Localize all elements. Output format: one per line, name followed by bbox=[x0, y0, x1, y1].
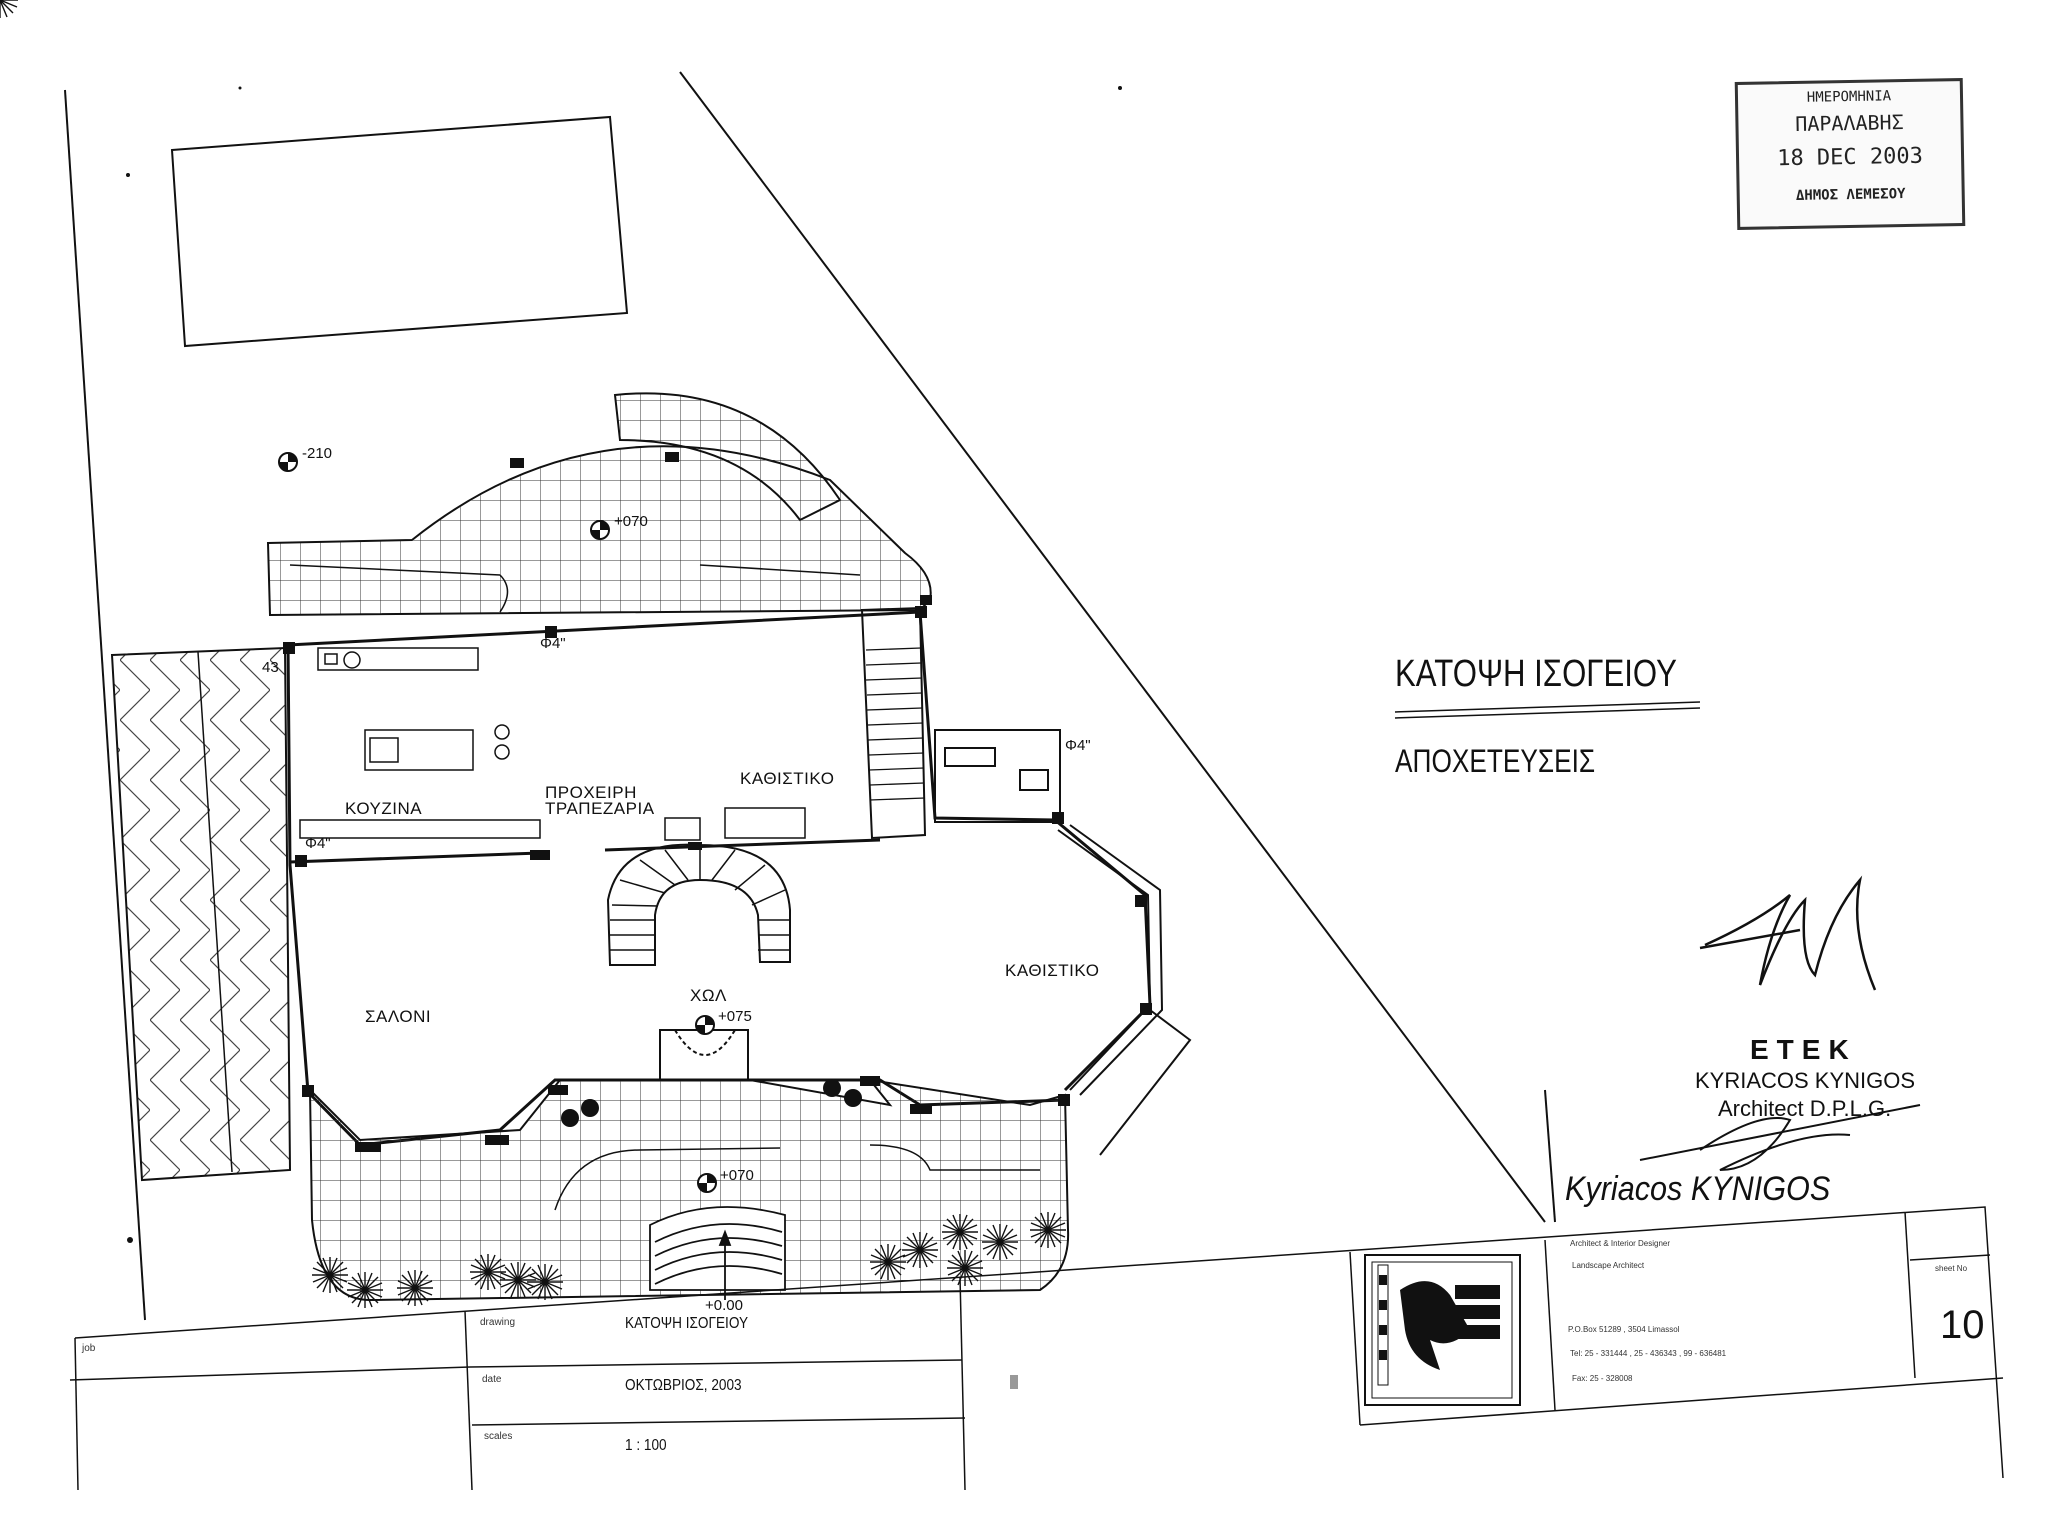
pipe-label-3: Φ4" bbox=[305, 835, 331, 852]
bathroom-block bbox=[934, 729, 1061, 823]
straight-stair bbox=[860, 606, 927, 840]
pool-outline bbox=[170, 115, 629, 348]
stamp-date: 18 DEC 2003 bbox=[1776, 143, 1924, 172]
signature-mark bbox=[1699, 875, 1877, 991]
curved-exterior-stair bbox=[613, 392, 842, 522]
wall-openings bbox=[283, 452, 1152, 1152]
tb-fax: Fax: 25 - 328008 bbox=[1572, 1374, 1633, 1383]
architect-qualification: Architect D.P.L.G. bbox=[1718, 1096, 1892, 1121]
level-entrance: +0.00 bbox=[705, 1297, 743, 1314]
tb-scale-value: 1 : 100 bbox=[625, 1437, 667, 1454]
tb-firm-line2: Landscape Architect bbox=[1572, 1261, 1645, 1270]
tb-firm-line1: Architect & Interior Designer bbox=[1570, 1239, 1671, 1248]
tb-drawing-label: drawing bbox=[480, 1317, 516, 1328]
architect-name-caps: KYRIACOS KYNIGOS bbox=[1695, 1068, 1916, 1093]
signature-scribble-2 bbox=[1639, 1104, 1921, 1171]
title-rules bbox=[1394, 701, 1701, 719]
receipt-stamp: ΗΜΕΡΟΜΗΝΙΑ ΠΑΡΑΛΑΒΗΣ 18 DEC 2003 ΔΗΜΟΣ Λ… bbox=[1734, 78, 1966, 230]
scan-marks bbox=[126, 86, 1122, 1389]
stamp-line4: ΔΗΜΟΣ ΛΕΜΕΣΟΥ bbox=[1795, 186, 1906, 204]
level-front-terrace: +070 bbox=[720, 1167, 754, 1184]
tb-job-label: job bbox=[82, 1343, 96, 1354]
stamp-line2: ΠΑΡΑΛΑΒΗΣ bbox=[1795, 110, 1904, 136]
bay-window bbox=[1057, 824, 1192, 1156]
tb-scale-label: scales bbox=[484, 1431, 513, 1442]
room-label-breakfast-1: ΠΡΟΧΕΙΡΗ bbox=[545, 783, 637, 802]
room-label-kitchen: ΚΟΥΖΙΝΑ bbox=[345, 799, 423, 818]
entrance-steps bbox=[649, 1206, 786, 1300]
room-label-hall: ΧΩΛ bbox=[690, 986, 727, 1005]
tb-date-label: date bbox=[482, 1374, 502, 1385]
level-garden: -210 bbox=[302, 445, 333, 462]
house-outline bbox=[286, 610, 1152, 1147]
tb-tel: Tel: 25 - 331444 , 25 - 436343 , 99 - 63… bbox=[1570, 1349, 1727, 1358]
shrubs bbox=[0, 0, 18, 18]
level-markers bbox=[278, 452, 717, 1193]
pipe-label-4: 43 bbox=[262, 659, 279, 676]
etek-label: ETEK bbox=[1750, 1034, 1857, 1065]
pipe-label-2: Φ4" bbox=[1065, 737, 1091, 754]
entrance-porch bbox=[659, 1029, 749, 1081]
room-label-sitting-upper: ΚΑΘΙΣΤΙΚΟ bbox=[740, 769, 835, 788]
room-label-living: ΣΑΛΟΝΙ bbox=[365, 1007, 432, 1026]
tb-date-value: ΟΚΤΩΒΡΙΟΣ, 2003 bbox=[625, 1377, 742, 1394]
central-curved-stair bbox=[606, 843, 791, 966]
parking-strip bbox=[110, 646, 292, 1182]
level-rear-terrace: +070 bbox=[614, 513, 648, 530]
tb-sheet-label: sheet No bbox=[1935, 1264, 1968, 1273]
tb-sheet-number: 10 bbox=[1940, 1303, 1985, 1347]
kitchen-fittings bbox=[299, 647, 806, 841]
room-label-breakfast-2: ΤΡΑΠΕΖΑΡΙΑ bbox=[545, 799, 655, 818]
pipe-label-1: Φ4" bbox=[540, 635, 566, 652]
room-label-sitting-right: ΚΑΘΙΣΤΙΚΟ bbox=[1005, 961, 1100, 980]
level-hall: +075 bbox=[718, 1008, 752, 1025]
drawing-title: ΚΑΤΟΨΗ ΙΣΟΓΕΙΟΥ bbox=[1395, 653, 1677, 695]
firm-logo bbox=[1364, 1254, 1521, 1406]
site-boundary bbox=[64, 71, 1556, 1321]
tb-address: P.O.Box 51289 , 3504 Limassol bbox=[1568, 1325, 1680, 1334]
architect-name-italic: Kyriacos KYNIGOS bbox=[1565, 1170, 1831, 1208]
drawing-subtitle: ΑΠΟΧΕΤΕΥΣΕΙΣ bbox=[1395, 743, 1596, 779]
title-block-frame bbox=[69, 1206, 2004, 1491]
planters bbox=[561, 1079, 862, 1127]
tb-drawing-value: ΚΑΤΟΨΗ ΙΣΟΓΕΙΟΥ bbox=[625, 1315, 749, 1332]
stamp-line1: ΗΜΕΡΟΜΗΝΙΑ bbox=[1806, 88, 1892, 106]
